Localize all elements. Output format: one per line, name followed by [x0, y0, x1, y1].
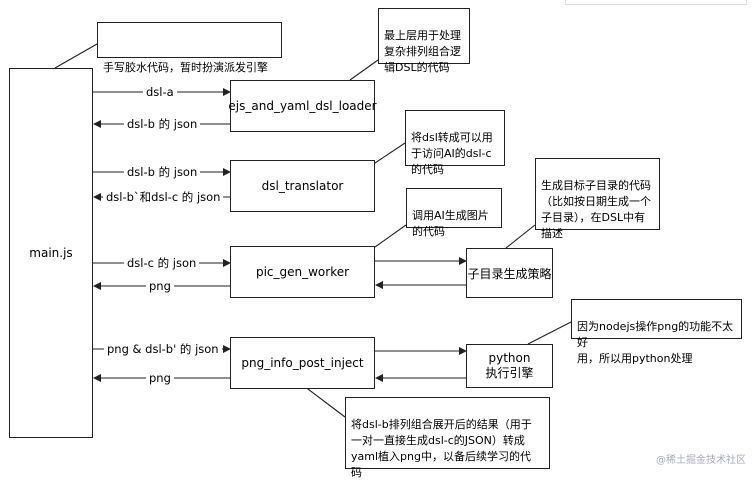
translator-label: dsl_translator — [261, 179, 344, 193]
watermark: @稀土掘金技术社区 — [656, 455, 746, 466]
main-js-note-text: 手写胶水代码，暂时扮演派发引擎 — [103, 61, 268, 74]
python-engine-label: python 执行引擎 — [485, 351, 534, 380]
pic-gen-worker-note: 调用AI生成图片 的代码 — [406, 188, 502, 238]
edge-label-png-2: png — [146, 371, 174, 385]
strategy-note: 生成目标子目录的代码 （比如按日期生成一个 子目录），在DSL中有 描述 — [535, 158, 660, 240]
pic-gen-worker-label: pic_gen_worker — [255, 265, 350, 279]
loader-note: 最上层用于处理 复杂排列组合逻 辑DSL的代码 — [378, 8, 470, 74]
edge-label-png-1: png — [146, 279, 174, 293]
loader-node: ejs_and_yaml_dsl_loader — [228, 80, 377, 132]
strategy-node: 子目录生成策略 — [466, 248, 553, 298]
main-js-label: main.js — [29, 246, 73, 260]
edge-label-dsl-c-json: dsl-c 的 json — [124, 256, 200, 270]
callout-line-strategy — [505, 224, 536, 249]
edge-label-dsl-b-json-2: dsl-b 的 json — [124, 165, 201, 179]
strategy-label: 子目录生成策略 — [467, 266, 552, 281]
png-info-post-inject-node: png_info_post_inject — [230, 337, 375, 389]
callout-line-loader — [349, 59, 379, 81]
edge-label-dsl-a: dsl-a — [143, 85, 177, 99]
python-note: 因为nodejs操作png的功能不太好 用，所以用python处理 — [571, 299, 742, 365]
callout-line-translator — [374, 142, 406, 164]
strategy-note-text: 生成目标子目录的代码 （比如按日期生成一个 子目录），在DSL中有 描述 — [541, 179, 651, 240]
callout-line-python — [527, 321, 572, 345]
loader-label: ejs_and_yaml_dsl_loader — [228, 99, 377, 113]
main-js-node: main.js — [9, 68, 93, 438]
python-engine-node: python 执行引擎 — [466, 344, 553, 388]
png-info-post-inject-label: png_info_post_inject — [241, 356, 364, 370]
translator-note: 将dsl转成可以用 于访问AI的dsl-c 的代码 — [405, 110, 505, 176]
pic-gen-worker-note-text: 调用AI生成图片 的代码 — [412, 209, 489, 238]
python-note-text: 因为nodejs操作png的功能不太好 用，所以用python处理 — [577, 320, 734, 365]
translator-note-text: 将dsl转成可以用 于访问AI的dsl-c 的代码 — [411, 131, 493, 176]
translator-node: dsl_translator — [230, 160, 375, 212]
main-js-note: 手写胶水代码，暂时扮演派发引擎 — [97, 22, 282, 74]
edge-label-dsl-b-c-json: dsl-b`和dsl-c 的 json — [103, 190, 224, 204]
top-frame-edge — [565, 0, 747, 5]
loader-note-text: 最上层用于处理 复杂排列组合逻 辑DSL的代码 — [384, 29, 461, 74]
edge-label-dsl-b-json: dsl-b 的 json — [124, 117, 201, 131]
png-info-note-text: 将dsl-b排列组合展开后的结果（用于 一对一直接生成dsl-c的JSON）转成… — [351, 418, 532, 479]
png-info-note: 将dsl-b排列组合展开后的结果（用于 一对一直接生成dsl-c的JSON）转成… — [345, 397, 550, 479]
callout-line-pic — [374, 224, 407, 248]
edge-label-png-dsl-json: png & dsl-b' 的 json — [104, 342, 222, 356]
pic-gen-worker-node: pic_gen_worker — [230, 246, 375, 298]
callout-line-main — [54, 43, 98, 69]
